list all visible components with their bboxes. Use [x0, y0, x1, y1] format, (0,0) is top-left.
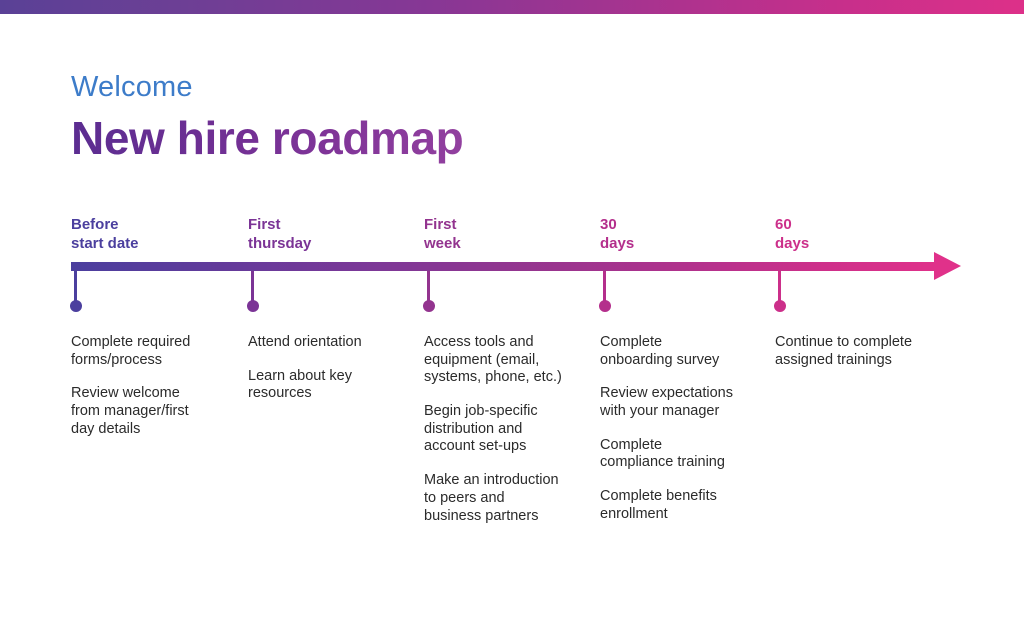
milestone-stem: [603, 271, 606, 303]
milestone-task: Review welcome from manager/first day de…: [71, 385, 189, 437]
milestone-task: Make an introduction to peers and busine…: [424, 472, 559, 524]
milestone-task: Complete required forms/process: [71, 334, 191, 368]
page-title: New hire roadmap: [71, 112, 464, 164]
milestone-label: First thursday: [248, 216, 312, 252]
milestone-stem: [778, 271, 781, 303]
milestone-task-list: Access tools and equipment (email, syste…: [424, 334, 592, 525]
milestone-label: First week: [424, 216, 461, 252]
milestone-task: Complete benefits enrollment: [600, 488, 717, 522]
milestone-stem: [427, 271, 430, 303]
milestone-task: Attend orientation: [248, 334, 362, 350]
milestone-dot[interactable]: [70, 300, 82, 312]
timeline-arrow-icon: [934, 252, 961, 280]
milestone-task: Review expectations with your manager: [600, 385, 733, 420]
milestone-task: Continue to complete assigned trainings: [775, 334, 913, 368]
milestone-task: Begin job-specific distribution and acco…: [424, 403, 538, 455]
milestone-label: 30 days: [600, 216, 635, 252]
milestone-stem: [74, 271, 77, 303]
milestone-dot[interactable]: [774, 300, 786, 312]
milestone-task: Complete onboarding survey: [600, 334, 720, 368]
milestone-dot[interactable]: [247, 300, 259, 312]
top-gradient-band: [0, 0, 1024, 14]
timeline-axis: [71, 262, 940, 271]
milestone-label: 60 days: [775, 216, 810, 252]
milestone-stem: [251, 271, 254, 303]
milestone-task: Access tools and equipment (email, syste…: [424, 334, 562, 386]
milestone-dot[interactable]: [423, 300, 435, 312]
milestone-dot[interactable]: [599, 300, 611, 312]
milestone-task-list: Continue to complete assigned trainings: [775, 334, 943, 369]
slide-eyebrow: Welcome: [71, 71, 193, 103]
milestone-task: Complete compliance training: [600, 436, 725, 471]
milestone-task: Learn about key resources: [248, 367, 352, 402]
milestone-label: Before start date: [71, 216, 139, 252]
